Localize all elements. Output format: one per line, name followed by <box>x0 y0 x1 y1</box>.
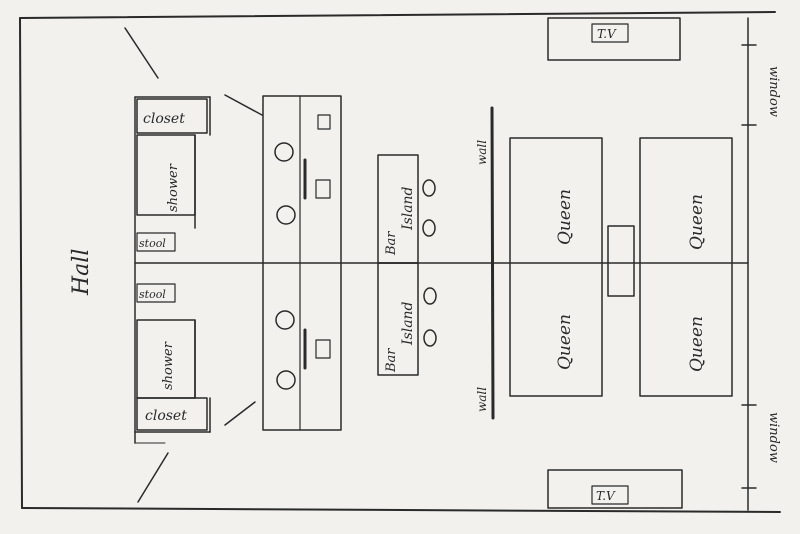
tv-top-screen <box>591 23 629 43</box>
tv-bottom-label: T.V <box>596 489 616 503</box>
closet-bottom-label: closet <box>145 408 187 424</box>
queen-bed-left <box>509 137 603 397</box>
stool-bottom-label: stool <box>139 288 166 301</box>
stool-bottom-box <box>136 283 176 303</box>
wall-top-label: wall <box>475 140 489 165</box>
door-line-closet-bottom <box>224 401 256 426</box>
bar-island-bottom-island-label: Island <box>400 301 416 346</box>
tv-bottom-screen <box>591 485 629 505</box>
queen-bed-right <box>639 137 733 397</box>
bar-stool-icon <box>423 329 437 347</box>
tv-top-stand <box>547 17 681 61</box>
window-bottom-label: window <box>766 412 781 463</box>
shower-top <box>136 134 196 216</box>
chair-icon <box>276 205 296 225</box>
closet-bottom <box>136 397 208 431</box>
queen-bed-label: Queen <box>555 314 575 370</box>
nightstand <box>607 225 635 297</box>
stool-top-label: stool <box>139 237 166 250</box>
window-bottom <box>741 404 757 489</box>
bathroom-block <box>134 96 211 444</box>
wall-bottom-label: wall <box>475 387 489 412</box>
bar-stool-icon <box>423 287 437 305</box>
chair-icon <box>274 142 294 162</box>
bar-island-top-island-label: Island <box>400 186 416 231</box>
queen-bed-label: Queen <box>687 194 707 250</box>
door-line-top-left <box>124 27 159 79</box>
queen-bed-label: Queen <box>555 189 575 245</box>
monitor-icon <box>315 179 331 199</box>
shower-bottom-label: shower <box>161 341 176 390</box>
hall-label: Hall <box>69 249 94 296</box>
bar-island-bottom <box>377 262 419 376</box>
bar-island-bottom-bar-label: Bar <box>384 348 399 373</box>
closet-top-label: closet <box>143 111 185 127</box>
bar-island-top-bar-label: Bar <box>384 231 399 256</box>
bar-stool-icon <box>422 179 436 197</box>
chair-icon <box>275 310 295 330</box>
vanity-counter <box>262 95 342 431</box>
window-top-label: window <box>766 66 781 117</box>
stool-top-box <box>136 232 176 252</box>
mini-tv-icon <box>317 114 331 130</box>
window-top <box>741 44 757 126</box>
bar-stool-icon <box>422 219 436 237</box>
tv-top-label: T.V <box>597 27 617 41</box>
queen-bed-label: Queen <box>687 316 707 372</box>
closet-top <box>136 98 208 134</box>
door-line-closet-top <box>224 94 263 116</box>
chair-icon <box>276 370 296 390</box>
monitor-icon <box>315 339 331 359</box>
shower-top-label: shower <box>166 163 181 212</box>
interior-wall <box>490 106 495 420</box>
tv-bottom-stand <box>547 469 683 509</box>
room-outline <box>19 11 781 513</box>
door-line-bottom-left <box>137 452 169 503</box>
